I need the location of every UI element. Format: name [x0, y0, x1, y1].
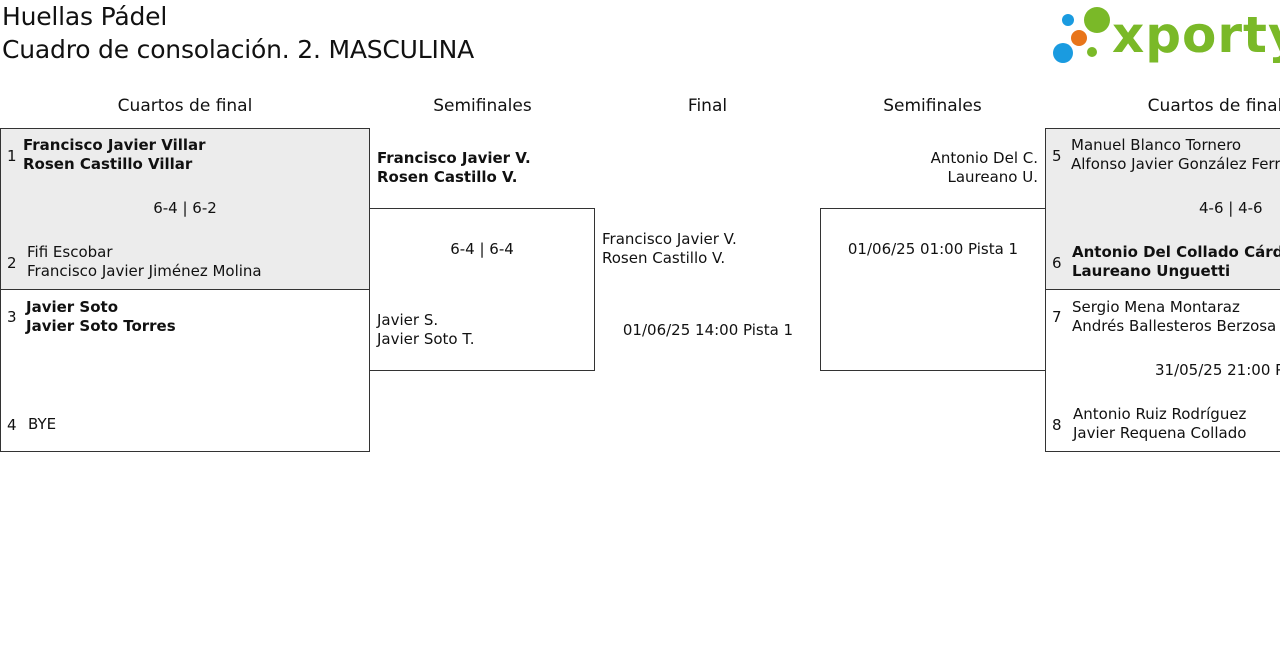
club-title: Huellas Pádel — [2, 2, 168, 31]
seed-number: 7 — [1052, 308, 1062, 326]
player-name: Laureano Unguetti — [1072, 262, 1231, 280]
seed-number: 8 — [1052, 416, 1062, 434]
player-name: Andrés Ballesteros Berzosa — [1072, 317, 1277, 335]
xporty-logo: xporty — [1050, 2, 1280, 68]
page-title: Cuadro de consolación. 2. MASCULINA — [2, 35, 475, 64]
match-schedule: 01/06/25 14:00 Pista 1 — [622, 321, 794, 339]
player-name: Laureano U. — [947, 168, 1038, 186]
player-name: Rosen Castillo Villar — [23, 155, 193, 173]
player-name: Javier Requena Collado — [1073, 424, 1247, 442]
player-name: Francisco Javier V. — [377, 149, 531, 167]
match-box-q1[interactable] — [0, 128, 370, 290]
match-score: 6-4 | 6-2 — [153, 199, 217, 217]
logo-dots-icon — [1053, 7, 1110, 63]
player-name: Fifi Escobar — [27, 243, 113, 261]
player-name: Javier Soto T. — [377, 330, 475, 348]
match-schedule: 01/06/25 01:00 Pista 1 — [847, 240, 1019, 258]
player-name: Rosen Castillo V. — [377, 168, 518, 186]
brand-name: xporty — [1112, 6, 1280, 64]
round-right-semi: Semifinales — [883, 96, 982, 116]
match-score: 4-6 | 4-6 — [1199, 199, 1263, 217]
round-left-quarter: Cuartos de final — [117, 96, 253, 116]
seed-number: 3 — [7, 308, 17, 326]
player-name: Javier S. — [377, 311, 439, 329]
match-box-semi-left[interactable] — [369, 208, 595, 371]
player-name: Javier Soto — [26, 298, 118, 316]
seed-number: 1 — [7, 147, 17, 165]
player-name: Francisco Javier Jiménez Molina — [27, 262, 262, 280]
player-name: Antonio Ruiz Rodríguez — [1073, 405, 1247, 423]
player-name: Francisco Javier V. — [602, 230, 737, 248]
match-box-semi-right[interactable] — [820, 208, 1046, 371]
match-schedule: 31/05/25 21:00 Pis — [1155, 361, 1280, 379]
seed-number: 6 — [1052, 254, 1062, 272]
player-name: BYE — [28, 415, 57, 433]
seed-number: 5 — [1052, 147, 1062, 165]
player-name: Francisco Javier Villar — [23, 136, 206, 154]
seed-number: 2 — [7, 254, 17, 272]
player-name: Antonio Del Collado Cárden — [1072, 243, 1280, 261]
seed-number: 4 — [7, 416, 17, 434]
player-name: Sergio Mena Montaraz — [1072, 298, 1240, 316]
round-final: Final — [687, 96, 728, 116]
player-name: Alfonso Javier González Ferr — [1071, 155, 1280, 173]
player-name: Javier Soto Torres — [26, 317, 176, 335]
match-box-q3[interactable] — [1045, 128, 1280, 290]
player-name: Antonio Del C. — [930, 149, 1038, 167]
player-name: Manuel Blanco Tornero — [1071, 136, 1242, 154]
player-name: Rosen Castillo V. — [602, 249, 726, 267]
round-right-quarter: Cuartos de final — [1147, 96, 1280, 116]
match-score: 6-4 | 6-4 — [450, 240, 514, 258]
round-left-semi: Semifinales — [433, 96, 532, 116]
match-box-q4[interactable] — [1045, 289, 1280, 452]
